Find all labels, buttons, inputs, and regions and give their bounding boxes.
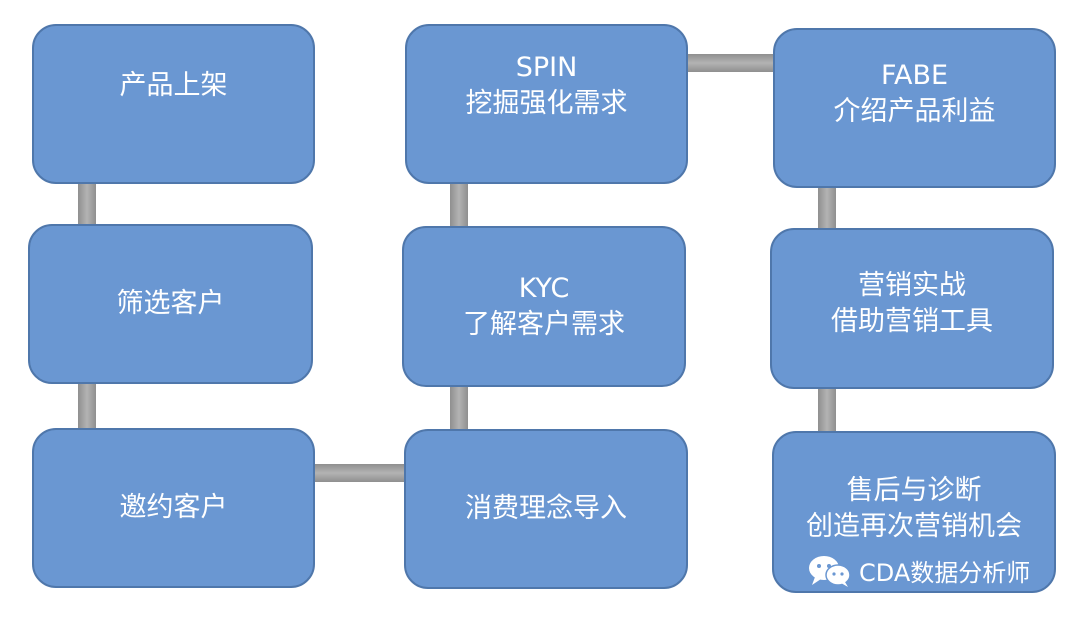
step-label-title: KYC	[518, 272, 570, 304]
step-label-title: FABE	[880, 60, 949, 91]
step-spin: SPIN 挖掘强化需求	[405, 24, 688, 184]
connector-listing-screen	[78, 182, 96, 228]
step-kyc: KYC 了解客户需求	[402, 226, 686, 387]
step-screen-customers: 筛选客户	[28, 224, 313, 384]
connector-spin-fabe	[686, 54, 776, 72]
step-label-sub: 了解客户需求	[463, 308, 625, 340]
step-label: 消费理念导入	[465, 493, 627, 524]
connector-invite-concept	[312, 464, 406, 482]
connector-combat-aftersale	[818, 387, 836, 433]
step-label-sub: 创造再次营销机会	[806, 511, 1022, 542]
step-consumption-concept: 消费理念导入	[404, 429, 688, 589]
step-fabe: FABE 介绍产品利益	[773, 28, 1056, 188]
step-label: 筛选客户	[116, 288, 225, 319]
watermark: CDA数据分析师	[807, 553, 1030, 588]
connector-screen-invite	[78, 382, 96, 430]
step-label-sub: 介绍产品利益	[833, 96, 996, 127]
step-label-sub: 借助营销工具	[831, 305, 993, 337]
step-label-title: SPIN	[515, 52, 578, 83]
step-label-title: 营销实战	[858, 269, 966, 301]
step-product-listing: 产品上架	[32, 24, 315, 184]
connector-concept-kyc	[450, 385, 468, 431]
watermark-text: CDA数据分析师	[859, 559, 1031, 587]
step-marketing-practice: 营销实战 借助营销工具	[770, 228, 1054, 389]
step-label-sub: 挖掘强化需求	[465, 88, 628, 119]
step-invite-customers: 邀约客户	[32, 428, 315, 588]
step-label: 产品上架	[119, 70, 228, 101]
connector-kyc-spin	[450, 182, 468, 228]
connector-fabe-combat	[818, 186, 836, 230]
wechat-icon	[809, 555, 851, 587]
step-label: 邀约客户	[119, 492, 228, 523]
step-label-title: 售后与诊断	[846, 475, 982, 506]
